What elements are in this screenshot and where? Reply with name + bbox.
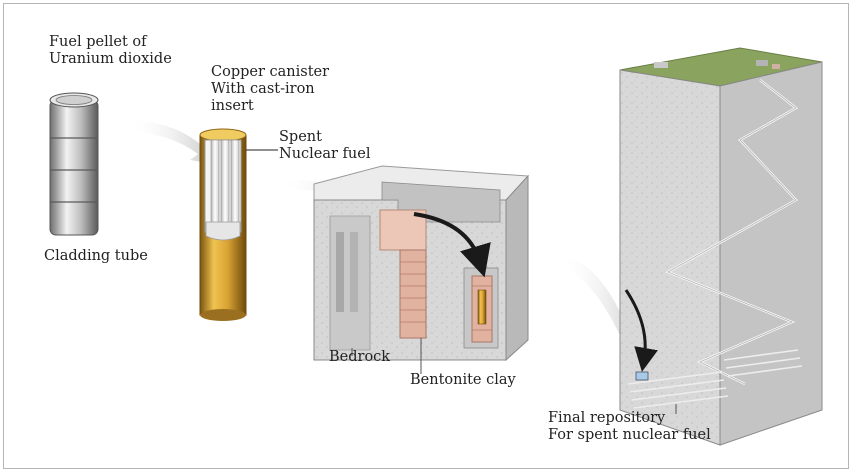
spent-fuel-line-1: Spent (279, 129, 322, 145)
final-repository-line-2: For spent nuclear fuel (548, 427, 711, 443)
copper-canister-line-2: With cast-iron (211, 81, 315, 97)
spent-fuel-line-2: Nuclear fuel (279, 146, 371, 162)
copper-canister-line-3: insert (211, 98, 254, 114)
final-repository-line-1: Final repository (548, 410, 666, 426)
fuel-pellet-label: Fuel pellet of Uranium dioxide (49, 34, 172, 68)
copper-canister-line-1: Copper canister (211, 64, 330, 80)
fuel-pellet-line-2: Uranium dioxide (49, 51, 172, 67)
fuel-pellet-line-1: Fuel pellet of (49, 34, 147, 50)
final-repository-label: Final repository For spent nuclear fuel (548, 410, 711, 444)
bedrock-block-illustration (313, 165, 530, 374)
spent-fuel-label: Spent Nuclear fuel (279, 129, 370, 163)
cladding-tube-label: Cladding tube (44, 248, 148, 264)
copper-canister-label: Copper canister With cast-iron insert (211, 64, 329, 115)
copper-canister-illustration (199, 128, 278, 321)
flow-arrow-to-canister (128, 121, 214, 164)
cladding-tube-illustration (49, 92, 99, 236)
bentonite-label: Bentonite clay (410, 372, 516, 388)
final-repository-illustration (619, 47, 823, 446)
bedrock-label: Bedrock (329, 349, 391, 365)
flow-arrow-to-deposition (282, 179, 370, 210)
